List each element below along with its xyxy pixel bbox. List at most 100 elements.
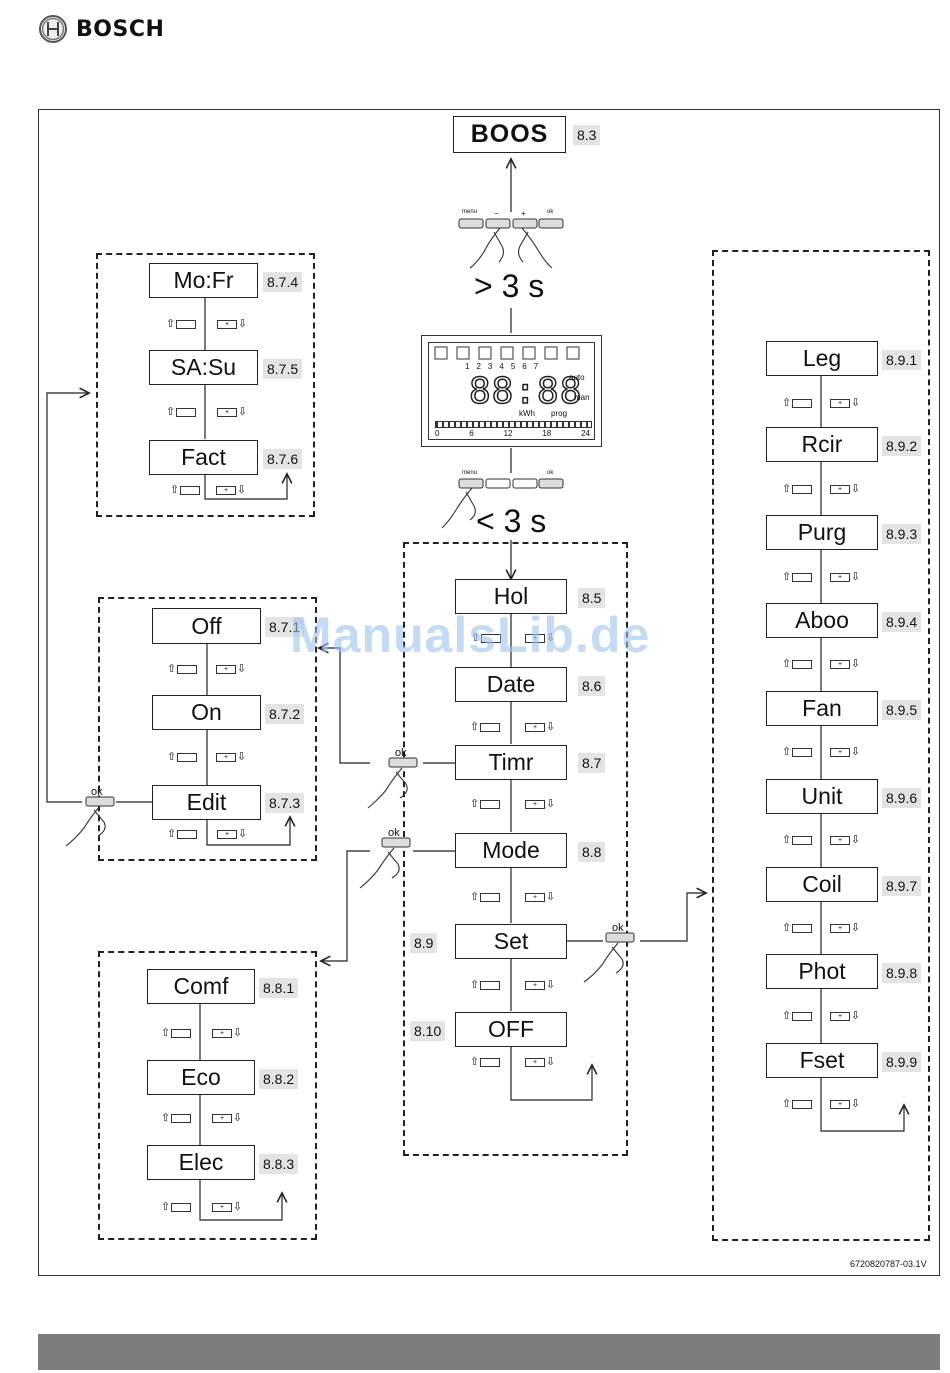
up-minus-key-icon: ⇧ xyxy=(161,1112,192,1124)
plus-down-key-icon: +⇩ xyxy=(830,1010,860,1022)
up-minus-key-icon: ⇧ xyxy=(782,922,813,934)
code-mode: 8.8 xyxy=(578,842,606,862)
menu-item-timr[interactable]: Timr xyxy=(455,745,567,780)
plus-down-key-icon: +⇩ xyxy=(830,658,860,670)
ok-label-edit[interactable]: ok xyxy=(91,786,103,798)
menu-item-eco[interactable]: Eco xyxy=(147,1060,255,1095)
plus-down-key-icon: +⇩ xyxy=(830,483,860,495)
code-fset: 8.9.9 xyxy=(882,1052,922,1072)
up-minus-key-icon: ⇧ xyxy=(167,751,198,763)
up-minus-key-icon: ⇧ xyxy=(782,1098,813,1110)
up-minus-key-icon: ⇧ xyxy=(161,1027,192,1039)
menu-item-timer-on[interactable]: On xyxy=(152,695,261,730)
code-eco: 8.8.2 xyxy=(259,1069,299,1089)
plus-down-key-icon: +⇩ xyxy=(830,397,860,409)
up-minus-key-icon: ⇧ xyxy=(782,397,813,409)
menu-item-edit[interactable]: Edit xyxy=(152,785,261,820)
menu-button-label[interactable]: menu xyxy=(462,209,478,215)
plus-down-key-icon: +⇩ xyxy=(216,663,246,675)
mode-group xyxy=(98,951,317,1240)
lcd-prog: prog xyxy=(551,409,568,418)
up-minus-key-icon: ⇧ xyxy=(782,1010,813,1022)
lcd-auto: auto xyxy=(569,373,585,382)
lcd-kwh: kWh xyxy=(519,409,535,418)
ok-button-label[interactable]: ok xyxy=(547,209,554,215)
up-minus-key-icon: ⇧ xyxy=(470,798,501,810)
lower-button-row xyxy=(458,478,564,489)
menu-item-fact[interactable]: Fact xyxy=(149,440,258,475)
lcd-time-bar xyxy=(435,421,592,428)
menu-item-sasu[interactable]: SA:Su xyxy=(149,350,258,385)
plus-down-key-icon: +⇩ xyxy=(830,922,860,934)
menu-item-elec[interactable]: Elec xyxy=(147,1145,255,1180)
menu-item-timer-off[interactable]: Off xyxy=(152,608,261,644)
main-menu-group xyxy=(403,542,628,1156)
short-press-label: < 3 s xyxy=(476,503,547,539)
code-coil: 8.9.7 xyxy=(882,876,922,896)
plus-down-key-icon: +⇩ xyxy=(212,1201,242,1213)
diagram-frame xyxy=(38,109,940,1276)
code-elec: 8.8.3 xyxy=(259,1154,299,1174)
menu-item-hol[interactable]: Hol xyxy=(455,579,567,614)
minus-button-label[interactable]: − xyxy=(494,209,499,218)
menu-item-fset[interactable]: Fset xyxy=(766,1043,878,1078)
code-timer-off: 8.7.1 xyxy=(265,617,305,637)
menu-item-mofr[interactable]: Mo:Fr xyxy=(149,263,258,298)
ok-button-label-lower[interactable]: ok xyxy=(547,470,554,476)
menu-button-label-lower[interactable]: menu xyxy=(462,470,478,476)
menu-item-comf[interactable]: Comf xyxy=(147,969,255,1004)
menu-item-mode[interactable]: Mode xyxy=(455,833,567,868)
up-minus-key-icon: ⇧ xyxy=(470,891,501,903)
code-fact: 8.7.6 xyxy=(263,449,303,469)
plus-button-label[interactable]: + xyxy=(521,209,526,218)
bosch-logo-icon xyxy=(39,15,67,43)
up-minus-key-icon: ⇧ xyxy=(167,663,198,675)
up-minus-key-icon: ⇧ xyxy=(470,979,501,991)
up-minus-key-icon: ⇧ xyxy=(166,318,197,330)
hand-sketches xyxy=(65,227,624,983)
menu-item-date[interactable]: Date xyxy=(455,667,567,702)
long-press-label: > 3 s xyxy=(474,268,545,304)
up-minus-key-icon: ⇧ xyxy=(161,1201,192,1213)
lcd-icon-numbers: 1234567 xyxy=(465,362,546,371)
menu-item-leg[interactable]: Leg xyxy=(766,341,878,376)
watermark: ManualsLib.de xyxy=(290,607,651,663)
menu-item-coil[interactable]: Coil xyxy=(766,867,878,902)
settings-group xyxy=(712,250,930,1241)
plus-down-key-icon: +⇩ xyxy=(830,746,860,758)
menu-item-set[interactable]: Set xyxy=(455,924,567,959)
code-fan: 8.9.5 xyxy=(882,700,922,720)
menu-item-purg[interactable]: Purg xyxy=(766,515,878,550)
timer-group xyxy=(98,597,317,861)
menu-item-aboo[interactable]: Aboo xyxy=(766,603,878,638)
ok-label-set[interactable]: ok xyxy=(612,922,624,934)
code-rcir: 8.9.2 xyxy=(882,436,922,456)
ok-label-mode[interactable]: ok xyxy=(388,827,400,839)
ok-label-timr[interactable]: ok xyxy=(395,747,407,759)
code-set: 8.9 xyxy=(410,933,438,953)
code-comf: 8.8.1 xyxy=(259,978,299,998)
up-minus-key-icon: ⇧ xyxy=(470,1056,501,1068)
up-minus-key-icon: ⇧ xyxy=(782,571,813,583)
up-minus-key-icon: ⇧ xyxy=(782,483,813,495)
up-minus-key-icon: ⇧ xyxy=(166,406,197,418)
menu-item-phot[interactable]: Phot xyxy=(766,954,878,989)
plus-down-key-icon: +⇩ xyxy=(217,828,247,840)
lcd-man: man xyxy=(574,393,590,402)
code-edit: 8.7.3 xyxy=(265,793,305,813)
plus-down-key-icon: +⇩ xyxy=(212,1112,242,1124)
plus-down-key-icon: +⇩ xyxy=(217,406,247,418)
menu-item-off[interactable]: OFF xyxy=(455,1012,567,1047)
up-minus-key-icon: ⇧ xyxy=(782,658,813,670)
code-sasu: 8.7.5 xyxy=(263,359,303,379)
code-timr: 8.7 xyxy=(578,753,606,773)
up-minus-key-icon: ⇧ xyxy=(782,834,813,846)
code-phot: 8.9.8 xyxy=(882,963,922,983)
menu-item-rcir[interactable]: Rcir xyxy=(766,427,878,462)
menu-item-unit[interactable]: Unit xyxy=(766,779,878,814)
code-aboo: 8.9.4 xyxy=(882,612,922,632)
up-minus-key-icon: ⇧ xyxy=(170,484,201,496)
menu-item-fan[interactable]: Fan xyxy=(766,691,878,726)
